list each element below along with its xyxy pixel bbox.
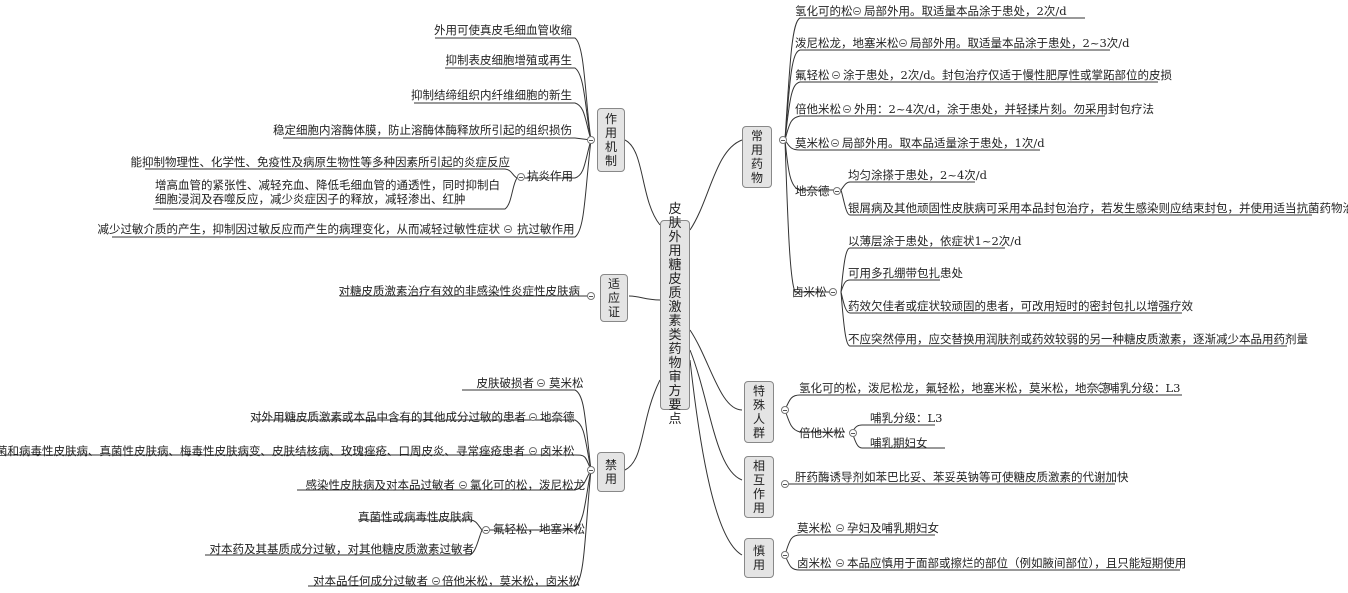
collapse-toggle-common-2[interactable] — [832, 71, 840, 79]
collapse-toggle-beta[interactable] — [849, 429, 857, 437]
contra-condition: 细菌和病毒性皮肤病、真菌性皮肤病、梅毒性皮肤病变、皮肤结核病、玫瑰痤疮、口周皮炎… — [0, 444, 525, 458]
collapse-toggle-common-0[interactable] — [853, 7, 861, 15]
mechanism-item: 稳定细胞内溶酶体膜，防止溶酶体酶释放所引起的组织损伤 — [273, 123, 572, 137]
caution-drug: 莫米松 — [797, 521, 832, 535]
contra-group-item: 真菌性或病毒性皮肤病 — [358, 510, 473, 524]
node-mechanism-label: 作用机制 — [605, 112, 618, 168]
caution-text: 孕妇及哺乳期妇女 — [847, 521, 939, 535]
contra-drug: 氯化可的松，泼尼松龙 — [470, 478, 585, 492]
collapse-toggle-special[interactable] — [781, 406, 789, 414]
collapse-toggle-caution-1[interactable] — [836, 559, 844, 567]
node-contraindication-label: 禁用 — [605, 458, 618, 486]
collapse-toggle-common-1[interactable] — [899, 39, 907, 47]
beta-item: 哺乳期妇女 — [870, 436, 928, 450]
collapse-toggle-special-item[interactable] — [1097, 384, 1105, 392]
collapse-toggle-mechanism[interactable] — [587, 136, 595, 144]
beta-item: 哺乳分级：L3 — [870, 411, 943, 425]
collapse-toggle-anti-inflammatory[interactable] — [517, 173, 525, 181]
lumisong-item: 不应突然停用，应交替换用润肤剂或药效较弱的另一种糖皮质激素，逐渐减少本品用药剂量 — [848, 332, 1308, 346]
common-drug-usage: 局部外用。取适量本品涂于患处，2次/d — [864, 4, 1067, 18]
common-drug: 倍他米松 — [795, 102, 841, 116]
interaction-text: 肝药酶诱导剂如苯巴比妥、苯妥英钠等可使糖皮质激素的代谢加快 — [795, 470, 1129, 484]
contra-group-label[interactable]: 氟轻松，地塞米松 — [493, 522, 585, 536]
node-caution[interactable]: 慎用 — [744, 538, 774, 578]
node-interaction-label: 相互作用 — [753, 459, 766, 515]
dinaide-item: 均匀涂搽于患处，2~4次/d — [848, 168, 988, 182]
collapse-toggle-common-3[interactable] — [843, 105, 851, 113]
common-drug-usage: 外用：2~4次/d，涂于患处，并轻揉片刻。勿采用封包疗法 — [854, 102, 1155, 116]
common-drug: 氢化可的松 — [795, 4, 853, 18]
special-lactation: 哺乳分级：L3 — [1108, 381, 1181, 395]
mechanism-item: 外用可使真皮毛细血管收缩 — [434, 23, 572, 37]
contra-drug: 莫米松 — [549, 376, 584, 390]
contra-condition: 对外用糖皮质激素或本品中含有的其他成分过敏的患者 — [250, 410, 526, 424]
collapse-toggle-indication[interactable] — [587, 292, 595, 300]
node-contraindication[interactable]: 禁用 — [597, 452, 625, 492]
collapse-toggle-common-4[interactable] — [831, 139, 839, 147]
caution-text: 本品应慎用于面部或擦烂的部位（例如腋间部位），且只能短期使用 — [847, 556, 1187, 570]
node-special-population-label: 特殊人群 — [753, 384, 766, 440]
node-special-population[interactable]: 特殊人群 — [744, 381, 774, 443]
contra-condition: 感染性皮肤病及对本品过敏者 — [305, 478, 456, 492]
collapse-toggle-caution-0[interactable] — [836, 524, 844, 532]
anti-allergy-label[interactable]: 抗过敏作用 — [517, 222, 575, 236]
lumisong-item: 可用多孔绷带包扎患处 — [848, 266, 963, 280]
common-drug: 泼尼松龙，地塞米松 — [795, 36, 899, 50]
collapse-toggle-contraindication[interactable] — [587, 466, 595, 474]
indication-text: 对糖皮质激素治疗有效的非感染性炎症性皮肤病 — [338, 284, 581, 298]
collapse-toggle-dinaide[interactable] — [833, 187, 841, 195]
common-drug-usage: 局部外用。取适量本品涂于患处，2~3次/d — [910, 36, 1130, 50]
contra-drug: 卤米松 — [540, 444, 575, 458]
contra-group-item: 对本药及其基质成分过敏，对其他糖皮质激素过敏者 — [209, 542, 475, 556]
contra-condition: 皮肤破损者 — [476, 376, 535, 390]
lumisong-item: 药效欠佳者或症状较顽固的患者，可改用短时的密封包扎以增强疗效 — [848, 299, 1193, 313]
collapse-toggle-contra-3[interactable] — [459, 481, 467, 489]
contra-condition: 对本品任何成分过敏者 — [313, 574, 428, 588]
contra-drug: 倍他米松，莫米松，卤米松 — [442, 574, 580, 588]
common-drug: 氟轻松 — [795, 68, 830, 82]
node-caution-label: 慎用 — [753, 544, 766, 572]
anti-inflammatory-item: 增高血管的紧张性、减轻充血、降低毛细血管的通透性，同时抑制白细胞浸润及吞噬反应，… — [155, 178, 500, 206]
collapse-toggle-interaction[interactable] — [781, 480, 789, 488]
collapse-toggle-contra-0[interactable] — [537, 379, 545, 387]
caution-drug: 卤米松 — [797, 556, 832, 570]
node-common-drugs-label: 常用药物 — [751, 129, 764, 185]
anti-allergy-text: 减少过敏介质的产生，抑制因过敏反应而产生的病理变化，从而减轻过敏性症状 — [97, 222, 501, 236]
node-common-drugs[interactable]: 常用药物 — [742, 126, 772, 188]
anti-inflammatory-item: 能抑制物理性、化学性、免疫性及病原生物性等多种因素所引起的炎症反应 — [130, 155, 511, 169]
anti-inflammatory-label[interactable]: 抗炎作用 — [527, 169, 573, 183]
node-indication[interactable]: 适应证 — [600, 274, 628, 322]
dinaide-item: 银屑病及其他顽固性皮肤病可采用本品封包治疗，若发生感染则应结束封包，并使用适当抗… — [848, 201, 1348, 215]
node-indication-label: 适应证 — [608, 277, 621, 319]
collapse-toggle-contra-1[interactable] — [529, 413, 537, 421]
collapse-toggle-contra-2[interactable] — [529, 447, 537, 455]
mechanism-item: 抑制表皮细胞增殖或再生 — [445, 53, 573, 67]
collapse-toggle-lumisong[interactable] — [829, 288, 837, 296]
common-drug-usage: 涂于患处，2次/d。封包治疗仅适于慢性肥厚性或掌跖部位的皮损 — [843, 68, 1173, 82]
dinaide-label[interactable]: 地奈德 — [795, 184, 830, 198]
common-drug-usage: 局部外用。取本品适量涂于患处，1次/d — [842, 136, 1045, 150]
common-drug: 莫米松 — [795, 136, 830, 150]
collapse-toggle-anti-allergy[interactable] — [504, 225, 512, 233]
central-topic-label: 皮肤外用糖皮质激素类药物审方要点 — [668, 202, 682, 427]
central-topic[interactable]: 皮肤外用糖皮质激素类药物审方要点 — [660, 203, 690, 427]
contra-drug: 地奈德 — [540, 410, 575, 424]
collapse-toggle-caution[interactable] — [781, 551, 789, 559]
beta-label[interactable]: 倍他米松 — [799, 426, 845, 440]
collapse-toggle-contra-group[interactable] — [482, 526, 490, 534]
mechanism-item: 抑制结缔组织内纤维细胞的新生 — [411, 88, 572, 102]
collapse-toggle-common[interactable] — [779, 136, 787, 144]
collapse-toggle-contra-last[interactable] — [432, 577, 440, 585]
lumisong-item: 以薄层涂于患处，依症状1~2次/d — [848, 234, 1022, 248]
node-mechanism[interactable]: 作用机制 — [597, 108, 625, 172]
special-drugs: 氢化可的松，泼尼松龙，氟轻松，地塞米松，莫米松，地奈德 — [799, 381, 1110, 395]
node-interaction[interactable]: 相互作用 — [744, 456, 774, 518]
lumisong-label[interactable]: 卤米松 — [792, 285, 827, 299]
